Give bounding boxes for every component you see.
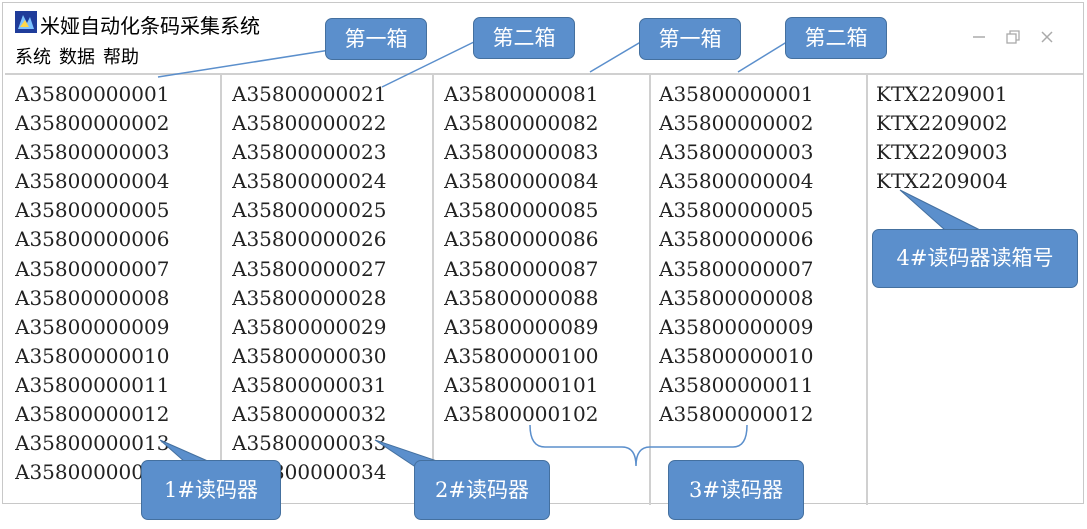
barcode-entry: A35800000087 [444, 256, 599, 281]
barcode-entry: A35800000085 [444, 198, 599, 223]
barcode-entry: A35800000005 [15, 198, 170, 223]
app-logo-icon [15, 11, 37, 33]
barcode-entry: A35800000001 [15, 82, 170, 106]
barcode-entry: A35800000005 [659, 198, 814, 223]
barcode-entry: A35800000027 [232, 256, 387, 281]
barcode-entry: A35800000004 [15, 169, 170, 194]
barcode-entry: A35800000001 [659, 82, 814, 106]
barcode-entry: A35800000089 [444, 314, 599, 339]
barcode-entry: A35800000006 [15, 227, 170, 252]
barcode-entry: KTX2209001 [876, 82, 1008, 106]
menu-system[interactable]: 系统 [15, 47, 51, 68]
restore-icon[interactable] [1005, 29, 1021, 45]
barcode-entry: A35800000012 [659, 402, 814, 427]
menu-help[interactable]: 帮助 [103, 47, 139, 68]
barcode-entry: A35800000003 [659, 140, 814, 165]
callout-reader2: 2#读码器 [414, 460, 550, 520]
window-title: 米娅自动化条码采集系统 [40, 14, 260, 38]
callout-reader3: 3#读码器 [668, 460, 804, 520]
barcode-entry: A35800000009 [659, 314, 814, 339]
barcode-entry: A35800000010 [15, 343, 170, 368]
barcode-entry: A35800000004 [659, 169, 814, 194]
barcode-entry: A35800000082 [444, 111, 599, 136]
menu-data[interactable]: 数据 [59, 47, 95, 68]
close-icon[interactable] [1039, 29, 1055, 45]
barcode-entry: A35800000030 [232, 343, 387, 368]
barcode-entry: A35800000024 [232, 169, 387, 194]
callout-box2-a: 第二箱 [473, 17, 575, 59]
menu-bar: 系统 数据 帮助 [15, 43, 139, 69]
barcode-entry: A35800000008 [15, 285, 170, 310]
barcode-entry: A35800000023 [232, 140, 387, 165]
barcode-entry: A35800000007 [659, 256, 814, 281]
title-bar: 米娅自动化条码采集系统 [3, 3, 1083, 41]
barcode-entry: A35800000021 [232, 82, 387, 106]
barcode-entry: A35800000029 [232, 314, 387, 339]
barcode-entry: KTX2209002 [876, 111, 1008, 136]
barcode-entry: A35800000100 [444, 343, 599, 368]
barcode-entry: A35800000081 [444, 82, 599, 106]
barcode-entry: A35800000011 [659, 372, 814, 397]
window-controls [971, 29, 1055, 45]
barcode-entry: A35800000002 [659, 111, 814, 136]
barcode-entry: A35800000003 [15, 140, 170, 165]
barcode-entry: A35800000009 [15, 314, 170, 339]
barcode-entry: A35800000086 [444, 227, 599, 252]
callout-box1-a: 第一箱 [325, 18, 427, 60]
callout-reader1: 1#读码器 [141, 460, 281, 520]
barcode-entry: A35800000011 [15, 372, 170, 397]
minimize-icon[interactable] [971, 29, 987, 45]
barcode-entry: A35800000101 [444, 372, 599, 397]
barcode-entry: A35800000002 [15, 111, 170, 136]
barcode-entry: A35800000022 [232, 111, 387, 136]
callout-box1-b: 第一箱 [639, 18, 741, 60]
barcode-entry: A35800000028 [232, 285, 387, 310]
barcode-entry: A35800000031 [232, 372, 387, 397]
barcode-entry: A35800000006 [659, 227, 814, 252]
barcode-entry: A35800000010 [659, 343, 814, 368]
barcode-entry: A35800000025 [232, 198, 387, 223]
barcode-entry: A35800000033 [232, 431, 387, 456]
barcode-entry: A3580000001 [15, 460, 157, 485]
barcode-entry: A35800000008 [659, 285, 814, 310]
barcode-entry: A35800000007 [15, 256, 170, 281]
callout-reader4: 4#读码器读箱号 [872, 229, 1078, 288]
barcode-entry: A35800000083 [444, 140, 599, 165]
barcode-entry: A35800000013 [15, 431, 170, 456]
barcode-entry: A35800000084 [444, 169, 599, 194]
barcode-entry: KTX2209003 [876, 140, 1008, 165]
callout-box2-b: 第二箱 [785, 17, 887, 59]
barcode-entry: A35800000102 [444, 402, 599, 427]
barcode-entry: A35800000026 [232, 227, 387, 252]
barcode-entry: A35800000032 [232, 402, 387, 427]
barcode-entry: KTX2209004 [876, 169, 1008, 194]
barcode-entry: A35800000088 [444, 285, 599, 310]
barcode-entry: A35800000012 [15, 402, 170, 427]
